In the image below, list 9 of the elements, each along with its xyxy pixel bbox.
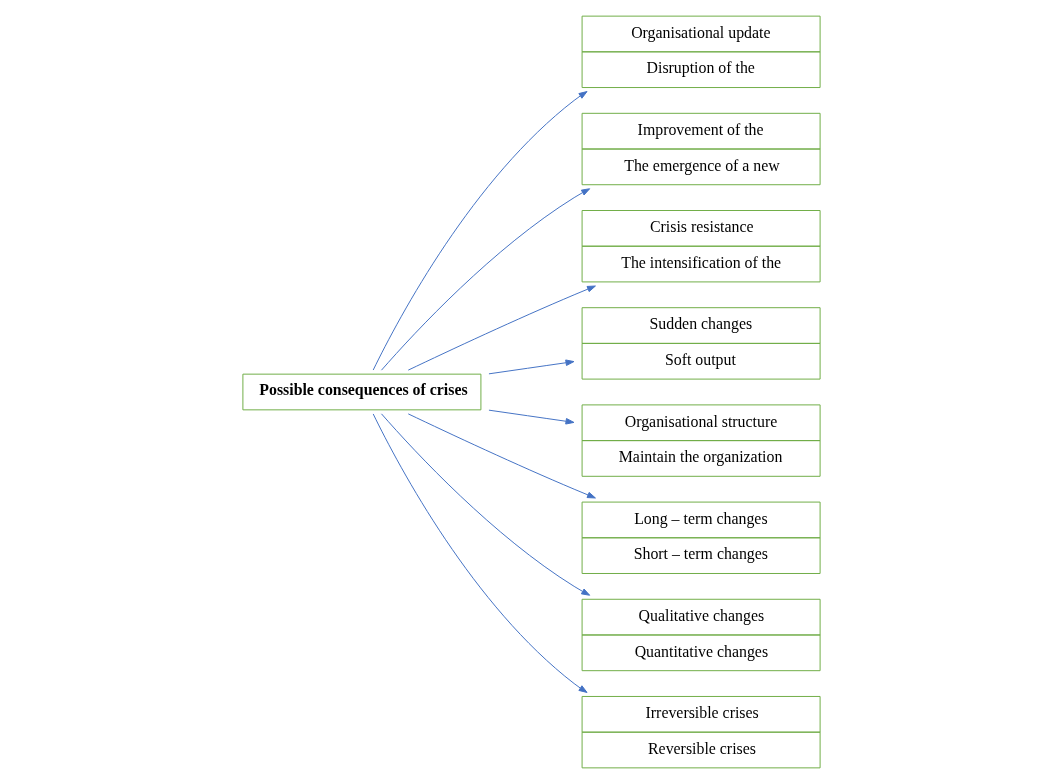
arrow	[407, 285, 596, 371]
node-box: Possible consequences of crises	[242, 373, 482, 411]
arrow	[488, 359, 575, 375]
arrow	[488, 409, 575, 425]
arrow	[381, 188, 591, 371]
arrow	[372, 413, 588, 693]
arrow	[407, 413, 596, 499]
arrow	[372, 91, 588, 371]
arrow	[381, 413, 591, 596]
